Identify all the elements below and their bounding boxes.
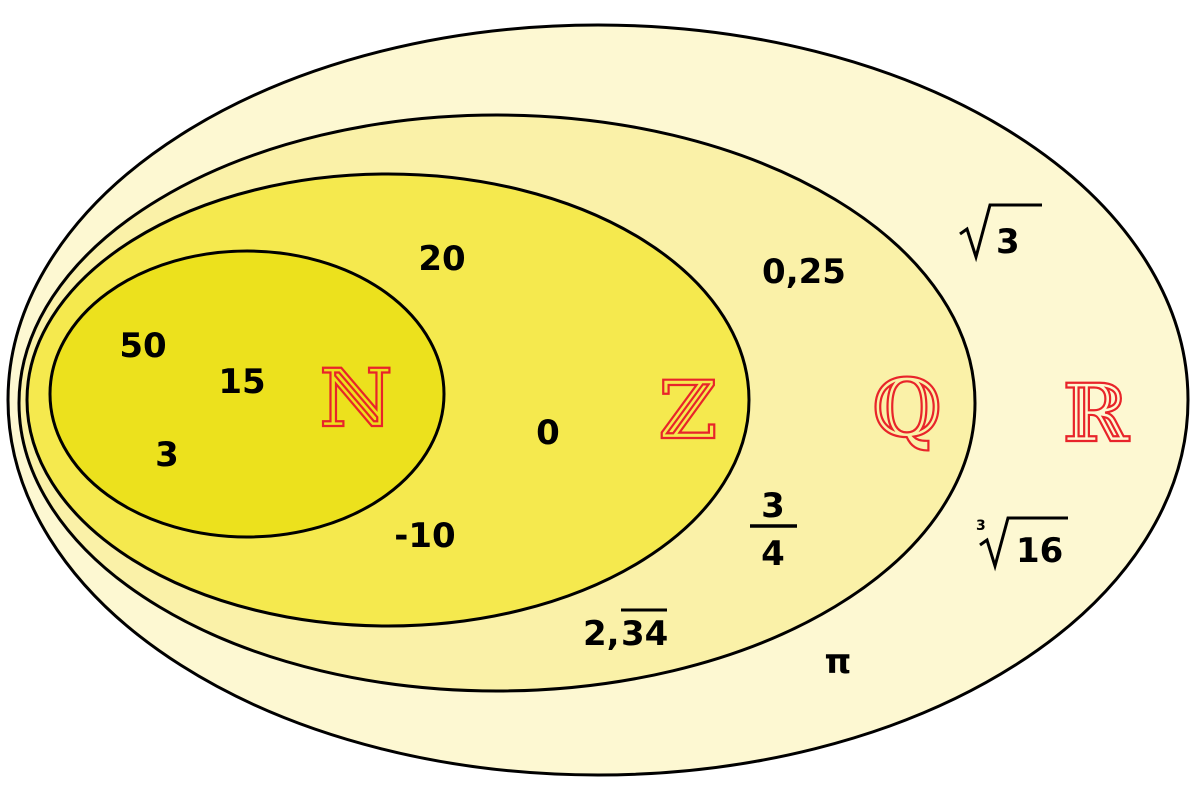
square-root-of-3: 3 bbox=[959, 203, 1042, 263]
rational-repeating-decimal: 2, 34 bbox=[583, 608, 668, 654]
radical-sign bbox=[979, 516, 1068, 572]
set-natural-label: ℕ bbox=[319, 352, 392, 445]
repeating-decimal-digits: 34 bbox=[621, 614, 668, 654]
cbrt-radicand: 16 bbox=[1016, 531, 1063, 571]
repeating-decimal-prefix: 2, bbox=[583, 614, 620, 654]
natural-number-50: 50 bbox=[119, 326, 166, 366]
radical-sign bbox=[959, 203, 1042, 263]
sqrt-radicand: 3 bbox=[996, 222, 1020, 262]
integer-number-0: 0 bbox=[536, 413, 560, 453]
set-rational-label: ℚ bbox=[872, 362, 942, 455]
set-real-label: ℝ bbox=[1063, 367, 1131, 460]
fraction-denominator: 4 bbox=[761, 534, 785, 574]
set-natural-region bbox=[48, 249, 446, 539]
cbrt-index: 3 bbox=[976, 518, 986, 534]
rational-decimal: 0,25 bbox=[762, 252, 846, 292]
natural-number-15: 15 bbox=[218, 362, 265, 402]
fraction-numerator: 3 bbox=[761, 486, 785, 526]
rational-fraction: 3 4 bbox=[750, 486, 797, 574]
integer-number-minus-10: -10 bbox=[394, 516, 455, 556]
pi-symbol: π bbox=[825, 642, 852, 682]
natural-number-3: 3 bbox=[155, 435, 179, 475]
set-integer-label: ℤ bbox=[659, 364, 717, 457]
cube-root-of-16: 3 16 bbox=[976, 516, 1068, 572]
integer-number-20: 20 bbox=[418, 239, 465, 279]
